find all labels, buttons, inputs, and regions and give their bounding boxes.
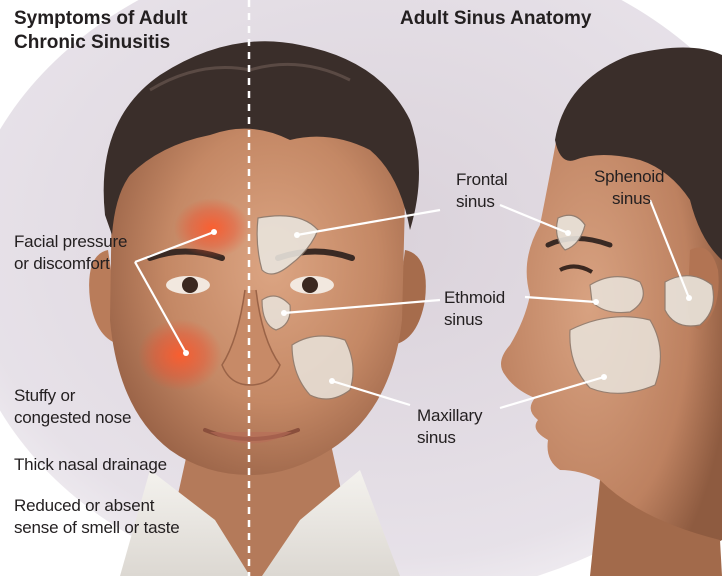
label-ethmoid-line2: sinus bbox=[444, 310, 483, 330]
heading-anatomy: Adult Sinus Anatomy bbox=[400, 8, 591, 30]
symptom-smell-taste-line1: Reduced or absent bbox=[14, 496, 154, 516]
heading-symptoms-line1: Symptoms of Adult bbox=[14, 8, 187, 30]
label-maxillary-line2: sinus bbox=[417, 428, 456, 448]
label-maxillary-line1: Maxillary bbox=[417, 406, 482, 426]
label-ethmoid-line1: Ethmoid bbox=[444, 288, 505, 308]
symptom-congested-line1: Stuffy or bbox=[14, 386, 75, 406]
label-frontal-line1: Frontal bbox=[456, 170, 508, 190]
symptom-nasal-drainage: Thick nasal drainage bbox=[14, 455, 167, 475]
heading-symptoms-line2: Chronic Sinusitis bbox=[14, 32, 170, 54]
label-sphenoid-line1: Sphenoid bbox=[594, 167, 664, 187]
label-sphenoid-line2: sinus bbox=[612, 189, 651, 209]
symptom-congested-line2: congested nose bbox=[14, 408, 131, 428]
symptom-smell-taste-line2: sense of smell or taste bbox=[14, 518, 179, 538]
symptom-facial-pressure-line1: Facial pressure bbox=[14, 232, 127, 252]
symptom-facial-pressure-line2: or discomfort bbox=[14, 254, 110, 274]
label-frontal-line2: sinus bbox=[456, 192, 495, 212]
